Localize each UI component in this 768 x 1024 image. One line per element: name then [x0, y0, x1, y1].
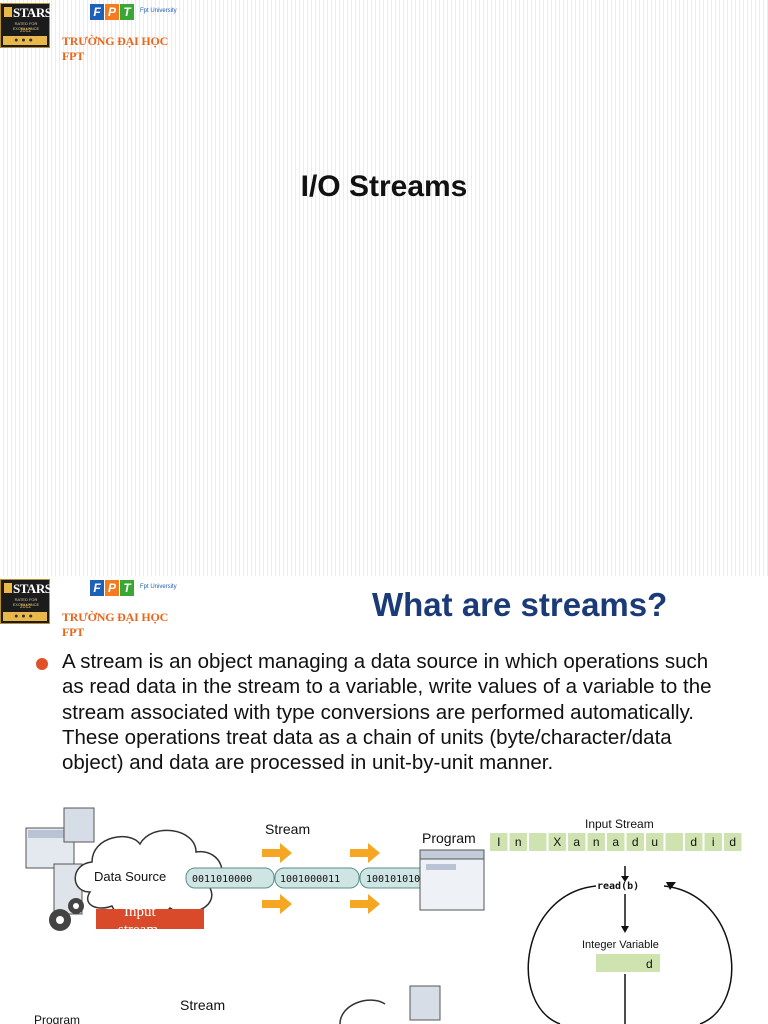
char-cell-text: d — [690, 835, 697, 849]
char-cell-text: X — [553, 835, 561, 849]
input-stream-label: Input Stream — [585, 817, 654, 831]
char-cell-text: u — [651, 835, 658, 849]
char-cell — [685, 833, 703, 851]
char-cell-text: n — [515, 835, 522, 849]
char-cell-text: d — [632, 835, 639, 849]
stars-text: STARS — [13, 581, 52, 596]
char-cell — [665, 833, 683, 851]
stars-text: STARS — [13, 5, 52, 20]
char-cell — [548, 833, 566, 851]
char-cell — [724, 833, 742, 851]
stars-dots: ●●● — [3, 36, 47, 45]
bottom-program-label: Program — [34, 1013, 80, 1024]
variable-value: d — [646, 957, 653, 971]
bits-1: 0011010000 — [192, 874, 252, 885]
stars-year: 2012 — [20, 604, 32, 610]
program-label: Program — [422, 830, 476, 846]
char-cell-text: I — [497, 835, 500, 849]
read-label: read(b) — [597, 881, 639, 892]
arrow-icons — [262, 843, 380, 914]
university-name: TRƯỜNG ĐẠI HỌC FPT — [62, 34, 169, 63]
fpt-university-text: Fpt University — [140, 584, 177, 590]
bullet-icon — [36, 658, 48, 670]
stars-sub: RATED FOR EXCELLENCE — [12, 597, 40, 607]
program-window — [419, 849, 485, 911]
variable-cell — [596, 954, 660, 972]
char-cell — [587, 833, 605, 851]
char-cell — [568, 833, 586, 851]
computer-icon — [25, 807, 95, 915]
char-cell-text: n — [593, 835, 600, 849]
data-source-label: Data Source — [94, 869, 166, 884]
char-cell — [704, 833, 722, 851]
char-cell-text: a — [612, 835, 619, 849]
stars-badge: STARS RATED FOR EXCELLENCE 2012 ●●● — [0, 3, 52, 48]
char-cell — [626, 833, 644, 851]
bit-capsules: 0011010000 1001000011 1001010101 — [185, 867, 447, 889]
char-cell-text: d — [729, 835, 736, 849]
gear-icon — [49, 898, 84, 931]
slide-2-title: What are streams? — [372, 586, 668, 623]
stars-sub: RATED FOR EXCELLENCE — [12, 21, 40, 31]
university-name: TRƯỜNG ĐẠI HỌC FPT — [62, 610, 169, 639]
fpt-university-text: Fpt University — [140, 8, 177, 14]
char-cell — [607, 833, 625, 851]
bullet-text: A stream is an object managing a data so… — [62, 650, 712, 775]
svg-text:stream: stream — [118, 922, 158, 938]
bits-3: 1001010101 — [366, 874, 426, 885]
char-cell — [646, 833, 664, 851]
bottom-stream-label: Stream — [180, 997, 225, 1013]
stars-year: 2012 — [20, 28, 32, 34]
char-cell — [509, 833, 527, 851]
char-cell-text: i — [712, 835, 715, 849]
stream-label: Stream — [265, 821, 310, 837]
slide-1-title: I/O Streams — [300, 170, 468, 203]
char-cell — [490, 833, 508, 851]
input-stream-caption — [96, 909, 204, 929]
integer-variable-label: Integer Variable — [582, 939, 659, 951]
bits-2: 1001000011 — [280, 874, 340, 885]
svg-text:Input: Input — [124, 904, 156, 920]
stream-diagram: Data Source 0011010000 1001000011 100101… — [25, 807, 742, 1024]
char-cell — [529, 833, 547, 851]
char-cell-text: a — [573, 835, 580, 849]
stars-badge: STARS RATED FOR EXCELLENCE 2012 ●●● — [0, 579, 52, 624]
stars-dots: ●●● — [3, 612, 47, 621]
